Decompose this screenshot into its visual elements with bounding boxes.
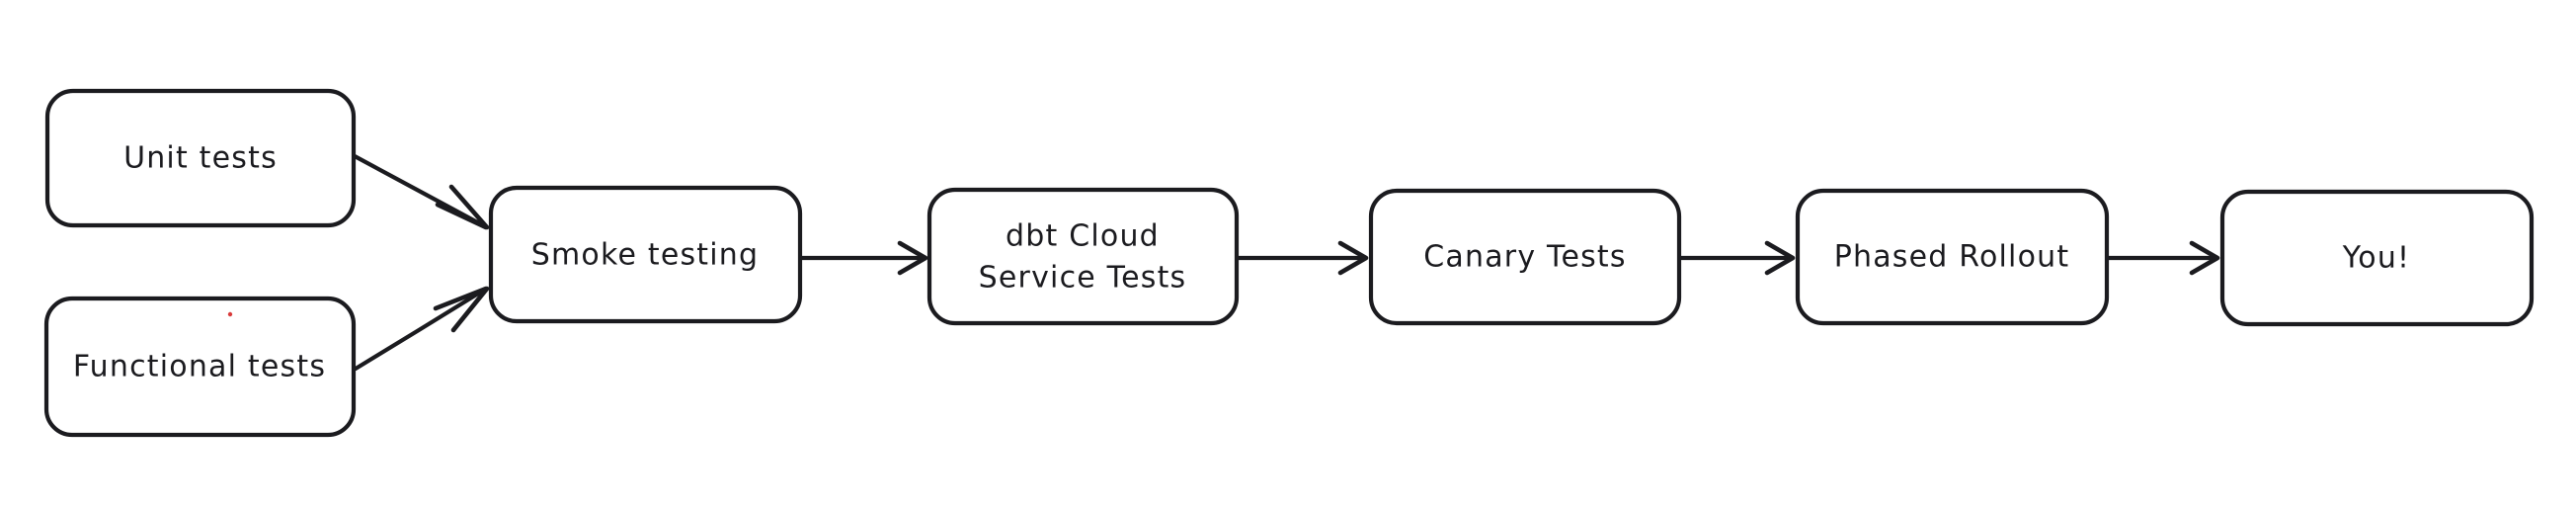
edge-smoke-to-dbt <box>799 240 928 276</box>
node-functional-tests-label: Functional tests <box>73 350 326 384</box>
edge-canary-to-phased-arrowhead <box>1764 240 1796 276</box>
node-functional-tests[interactable]: Functional tests <box>43 296 357 438</box>
node-smoke-testing-label: Smoke testing <box>531 238 760 273</box>
edge-phased-to-you-arrowhead <box>2189 240 2220 276</box>
node-phased-rollout-label: Phased Rollout <box>1834 240 2070 275</box>
node-you-label: You! <box>2342 241 2411 276</box>
node-phased-rollout[interactable]: Phased Rollout <box>1795 188 2110 326</box>
node-dbt-cloud-service-tests-label-line2: Service Tests <box>979 261 1187 296</box>
edge-dbt-to-canary-arrowhead <box>1337 240 1369 276</box>
edge-phased-to-you <box>2106 240 2220 276</box>
edge-dbt-to-canary <box>1236 240 1369 276</box>
node-dbt-cloud-service-tests-label-line1: dbt Cloud <box>1006 219 1160 254</box>
edge-unit-to-smoke <box>352 153 490 230</box>
node-phased-rollout-box[interactable] <box>1795 188 2110 326</box>
edge-functional-to-smoke <box>353 286 490 372</box>
node-you[interactable]: You! <box>2219 189 2535 327</box>
edge-smoke-to-dbt-arrowhead <box>897 240 928 276</box>
node-smoke-testing-box[interactable] <box>488 185 803 324</box>
node-functional-tests-box[interactable] <box>43 296 357 438</box>
node-canary-tests[interactable]: Canary Tests <box>1368 188 1682 326</box>
edge-canary-to-phased <box>1678 240 1796 276</box>
node-canary-tests-label: Canary Tests <box>1423 240 1626 275</box>
edge-functional-to-smoke-arrowhead <box>433 286 490 333</box>
node-unit-tests[interactable]: Unit tests <box>44 88 357 228</box>
node-you-box[interactable] <box>2219 189 2535 327</box>
render-artifact-dot <box>227 311 233 317</box>
edge-unit-to-smoke-arrowhead <box>435 184 490 230</box>
node-unit-tests-label: Unit tests <box>123 141 278 176</box>
node-dbt-cloud-service-tests-box[interactable] <box>926 187 1240 326</box>
node-unit-tests-box[interactable] <box>44 88 357 228</box>
node-dbt-cloud-service-tests[interactable]: dbt Cloud Service Tests <box>926 187 1240 326</box>
edge-functional-to-smoke-line <box>353 288 486 372</box>
node-canary-tests-box[interactable] <box>1368 188 1682 326</box>
node-smoke-testing[interactable]: Smoke testing <box>488 185 803 324</box>
